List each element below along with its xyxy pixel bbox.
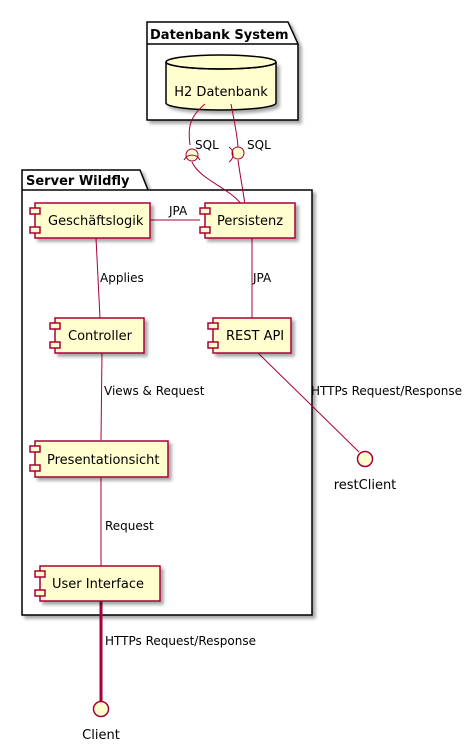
component-user-interface: User Interface (34, 565, 161, 602)
edge-rest-restclient (257, 352, 360, 453)
sql-socket-1 (183, 154, 201, 161)
database-h2-label: H2 Datenbank (174, 85, 268, 100)
edge-geschaeft-controller (95, 237, 101, 319)
component-label-controller: Controller (68, 329, 133, 344)
edge-label-sql-1: SQL (195, 138, 219, 152)
edge-sql-1-lower (191, 161, 243, 206)
edge-label-https-rest: HTTPs Request/Response (311, 384, 462, 398)
component-label-persistenz: Persistenz (217, 214, 283, 229)
interface-label-rest-client: restClient (334, 478, 397, 493)
edge-labels: SQL SQL JPA JPA Applies Views & Request … (100, 138, 462, 648)
sql-ball-2 (231, 146, 245, 160)
edges (95, 103, 360, 704)
edge-label-sql-2: SQL (247, 138, 271, 152)
package-server-wildfly: Server Wildfly (21, 169, 313, 616)
component-label-rest-api: REST API (226, 329, 284, 344)
edge-label-views-request: Views & Request (104, 384, 205, 398)
package-title-datenbank-system: Datenbank System (150, 28, 289, 43)
interface-client: Client (82, 700, 120, 743)
edge-label-applies: Applies (100, 271, 144, 285)
sql-lollipops (183, 146, 245, 163)
component-presentationsicht: Presentationsicht (29, 440, 169, 478)
interface-rest-client: restClient (334, 450, 397, 493)
edge-label-https-client: HTTPs Request/Response (105, 634, 256, 648)
edge-sql-2 (230, 103, 239, 148)
sql-socket-2 (228, 146, 234, 163)
edge-label-request: Request (105, 519, 154, 533)
component-persistenz: Persistenz (199, 202, 296, 239)
component-label-geschaeftslogik: Geschäftslogik (48, 214, 144, 229)
component-label-user-interface: User Interface (52, 577, 144, 592)
interface-label-client: Client (82, 728, 120, 743)
edge-label-jpa-1: JPA (168, 204, 188, 218)
component-rest-api: REST API (207, 317, 292, 354)
component-geschaeftslogik: Geschäftslogik (29, 202, 151, 239)
database-h2: H2 Datenbank (165, 54, 277, 111)
package-title-server-wildfly: Server Wildfly (26, 174, 130, 189)
edge-sql-2-lower (237, 159, 246, 206)
edge-controller-presentation (100, 351, 103, 441)
component-controller: Controller (49, 317, 145, 354)
component-label-presentationsicht: Presentationsicht (47, 453, 160, 468)
edge-sql-1 (188, 103, 206, 146)
edge-label-jpa-2: JPA (252, 271, 272, 285)
